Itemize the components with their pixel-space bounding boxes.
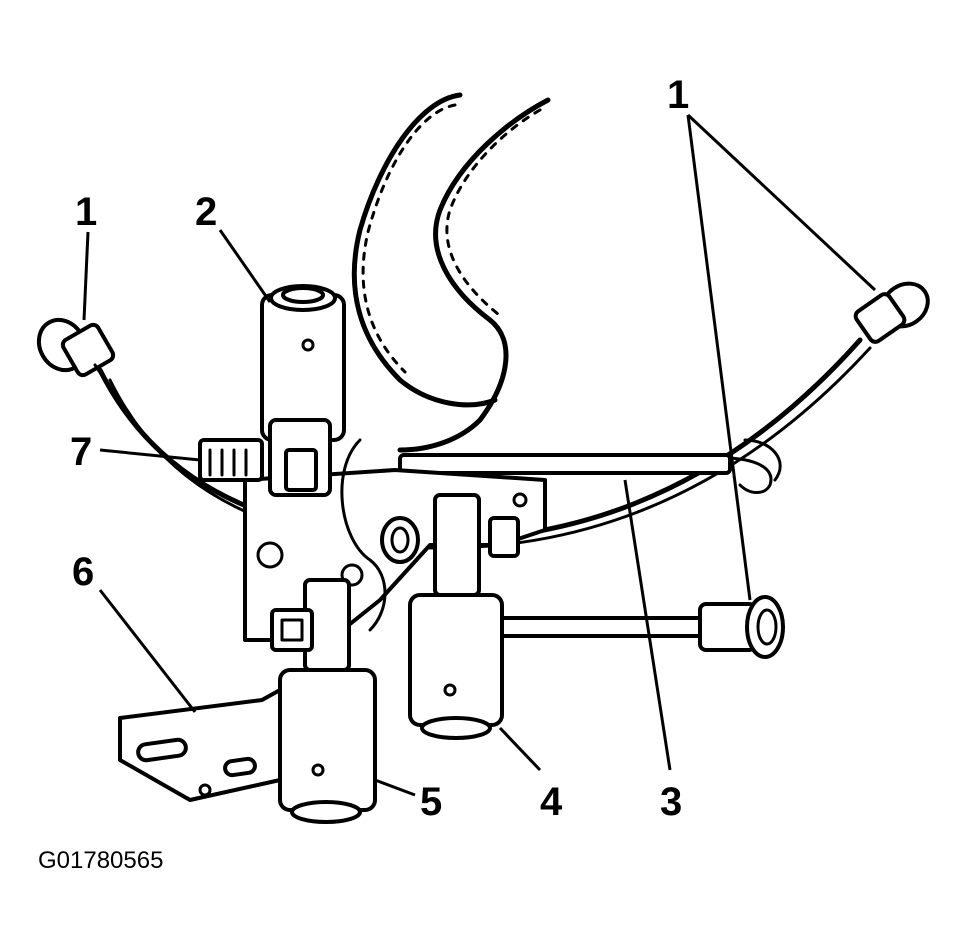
callout-7: 7 [70,430,92,474]
callout-2: 2 [195,190,217,234]
lower-drive-rod [498,595,785,659]
callout-1-right: 1 [667,73,689,117]
leader-lines [82,113,877,797]
callout-4: 4 [540,780,563,824]
callout-1-left: 1 [75,190,97,234]
callout-3: 3 [660,780,682,824]
callout-6: 6 [72,550,94,594]
wire-harness-spiral [351,92,551,453]
connector-right-upper [853,281,930,344]
figure-id: G01780565 [38,847,163,874]
callout-labels: 1 2 1 7 6 5 4 3 [70,73,689,824]
motor-2-vertical [260,284,346,497]
drive-cable-rod [398,438,782,494]
motor-5-vertical [270,578,377,824]
wire-connector-small [340,438,420,632]
mounting-bracket-6 [118,688,282,802]
callout-5: 5 [420,780,442,824]
electrical-connector-7 [198,438,264,482]
connector-left [36,317,116,392]
motor-4-vertical [408,493,520,740]
